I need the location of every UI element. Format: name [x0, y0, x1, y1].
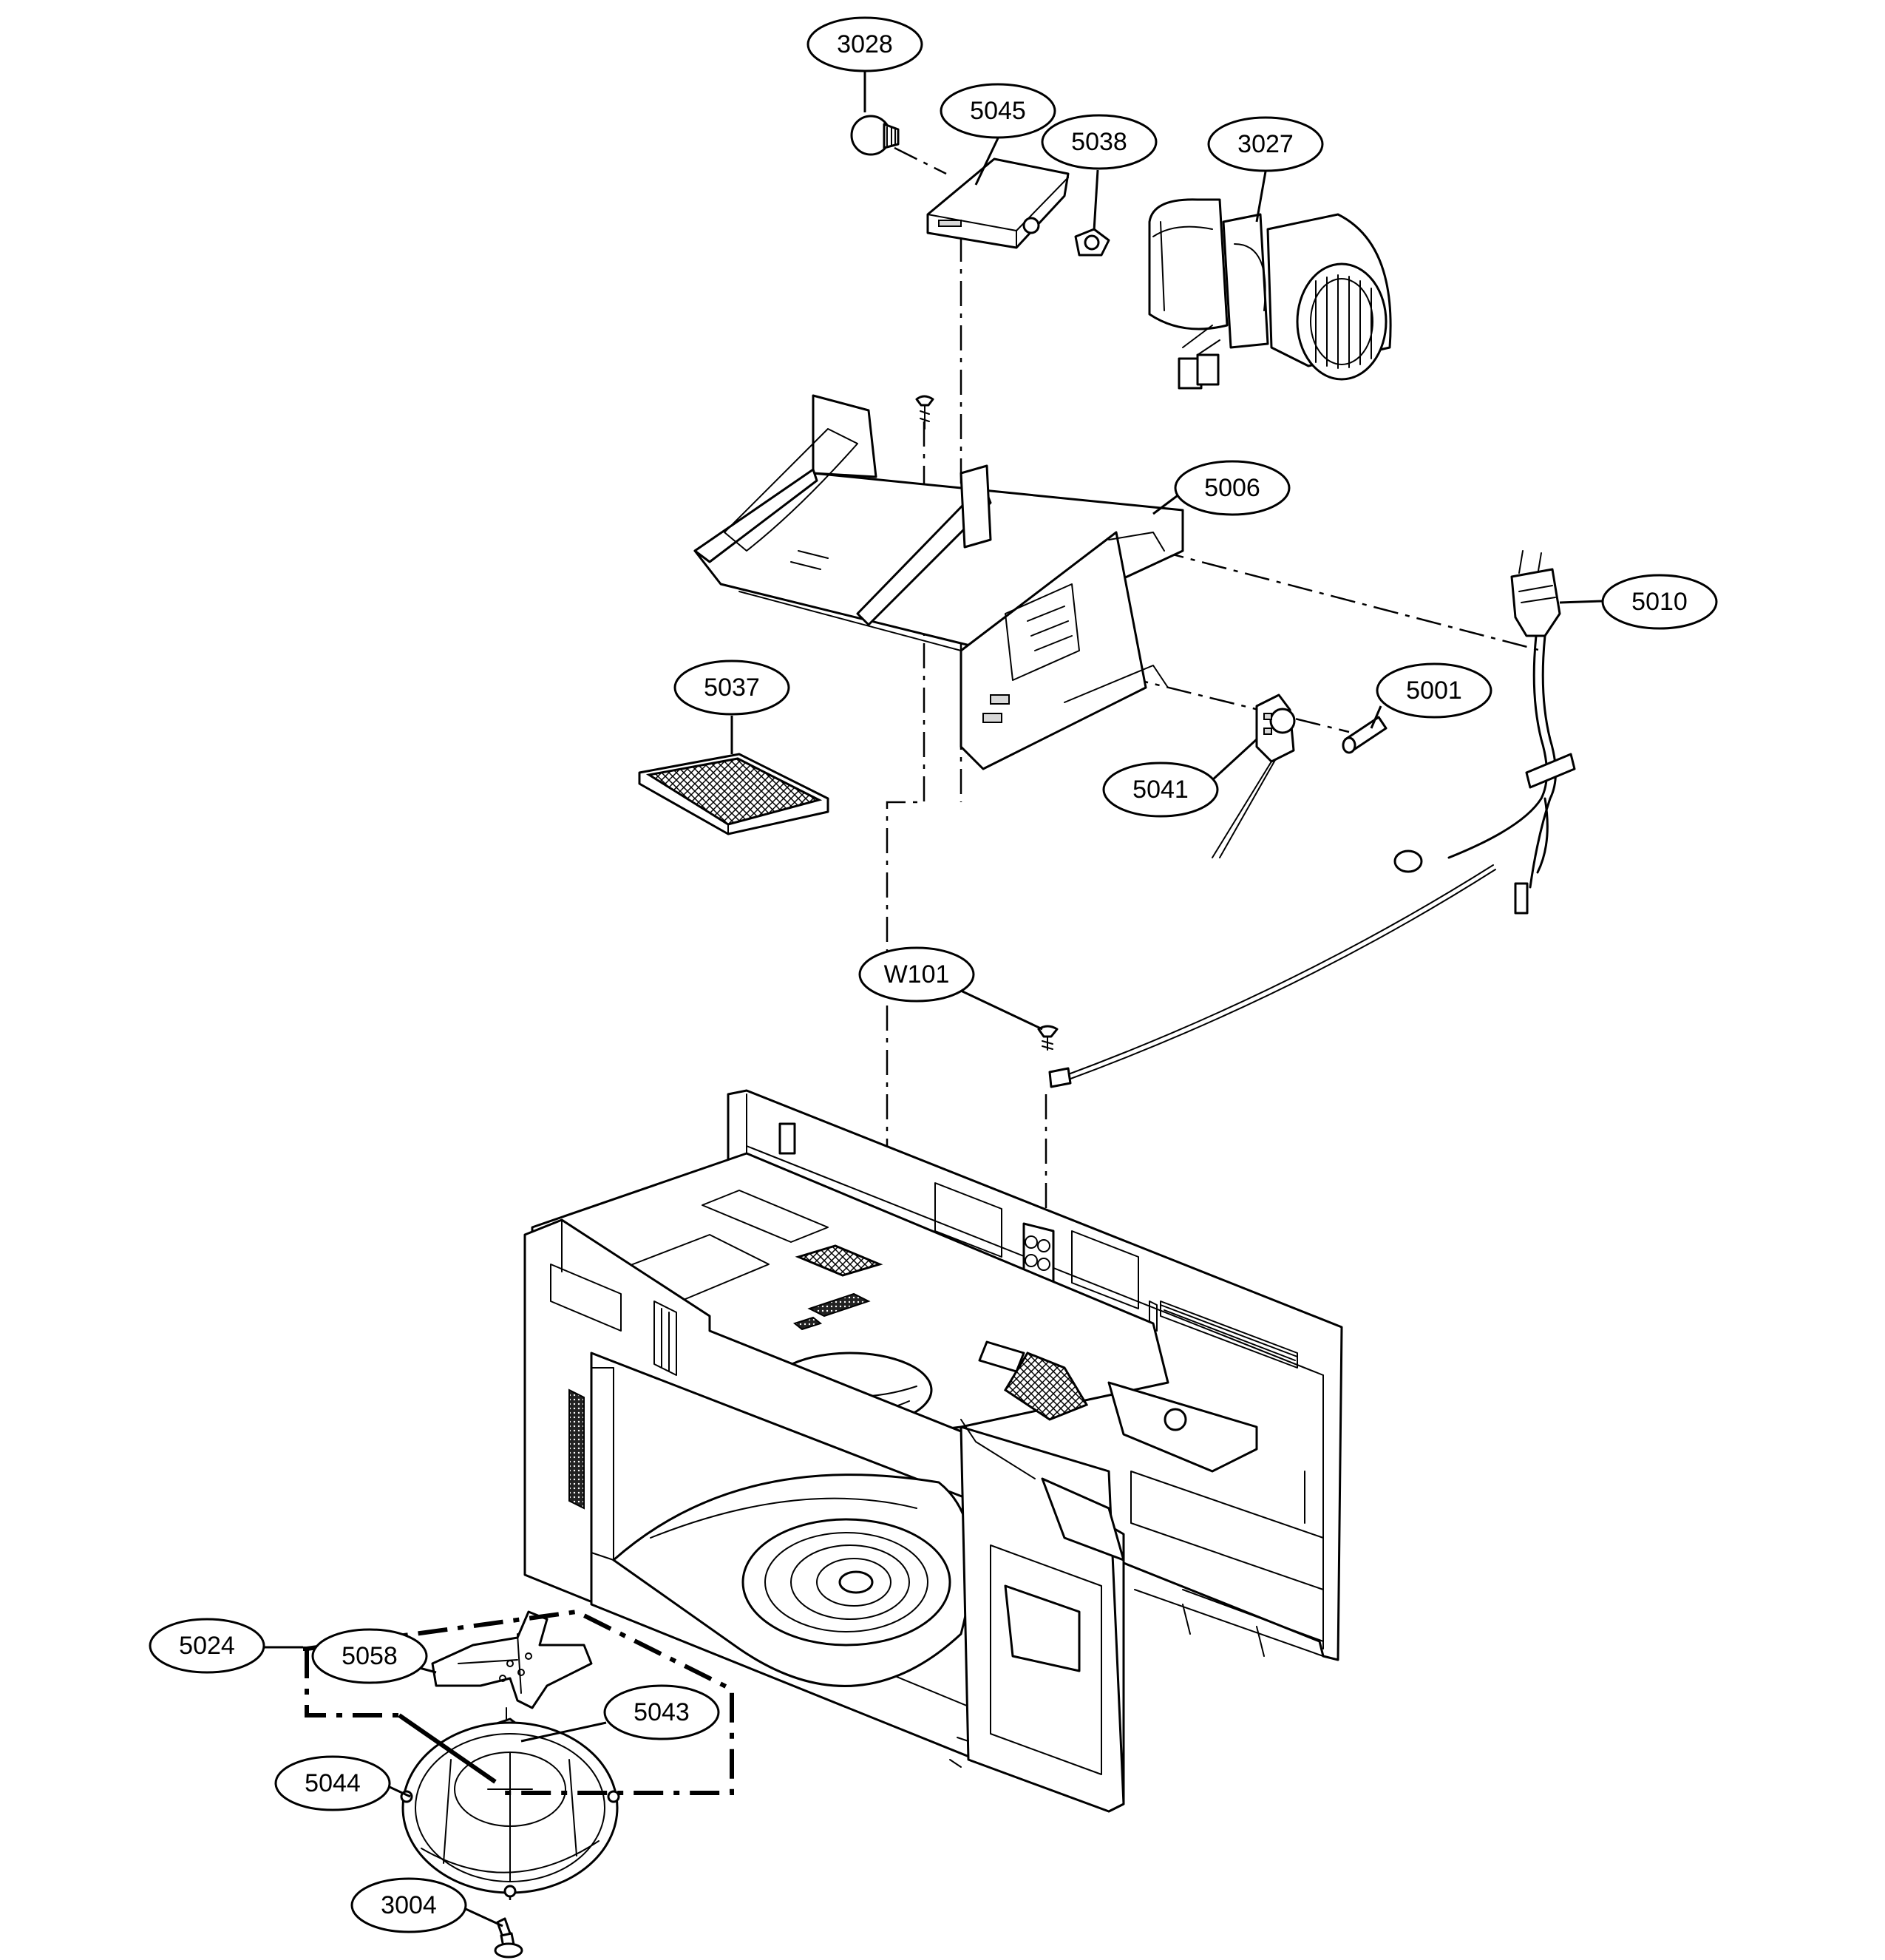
- callout-label: 5037: [704, 674, 760, 702]
- callout-label: 3028: [837, 30, 893, 58]
- stirrer-blade-part: [431, 1610, 593, 1709]
- callout-5010: 5010: [1601, 574, 1718, 630]
- callout-label: 5043: [634, 1698, 690, 1726]
- stirrer-screw-part: [494, 1917, 523, 1959]
- callout-label: 5058: [342, 1642, 398, 1670]
- interlock-switch-part: [1212, 694, 1296, 858]
- fuse-part: [1342, 716, 1388, 754]
- callout-5001: 5001: [1376, 662, 1492, 719]
- callout-W101: W101: [858, 946, 975, 1003]
- lamp-cover-part: [926, 157, 1070, 249]
- callout-label: 5024: [179, 1632, 235, 1660]
- thermostat-part: [1074, 228, 1110, 257]
- callout-5038: 5038: [1041, 114, 1158, 170]
- callout-label: 5038: [1071, 128, 1127, 156]
- fan-motor-part: [1148, 198, 1392, 390]
- power-cord-part: [1048, 550, 1576, 1088]
- callout-label: 5044: [305, 1769, 361, 1797]
- callout-5041: 5041: [1102, 762, 1219, 818]
- callout-label: 5041: [1132, 776, 1189, 804]
- control-bracket-part: [693, 394, 1184, 770]
- callout-5058: 5058: [311, 1628, 428, 1684]
- stirrer-cover-part: [400, 1721, 620, 1898]
- callout-label: 5001: [1406, 676, 1462, 705]
- callout-5045: 5045: [940, 83, 1056, 139]
- callout-label: 3004: [381, 1891, 437, 1919]
- oven-cavity-part: [523, 1089, 1343, 1813]
- callout-label: 5010: [1631, 588, 1688, 616]
- callout-5006: 5006: [1174, 460, 1291, 516]
- callout-3027: 3027: [1207, 116, 1324, 172]
- callout-label: 5006: [1204, 474, 1260, 502]
- assembly-group-outline: [303, 1609, 734, 1795]
- callout-5043: 5043: [603, 1684, 720, 1740]
- grease-filter-part: [638, 753, 829, 835]
- screw-part: [915, 395, 934, 430]
- callout-label: 3027: [1237, 130, 1294, 158]
- lamp-bulb-part: [850, 115, 900, 156]
- callout-3028: 3028: [806, 16, 923, 72]
- callout-label: W101: [884, 960, 950, 989]
- callout-label: 5045: [970, 97, 1026, 125]
- callout-5024: 5024: [149, 1618, 265, 1674]
- part-callouts: 3028 5045 5038 3027 5006 5010: [149, 16, 1718, 1933]
- callout-5044: 5044: [274, 1755, 391, 1811]
- callout-3004: 3004: [350, 1877, 467, 1933]
- callout-5037: 5037: [673, 659, 790, 716]
